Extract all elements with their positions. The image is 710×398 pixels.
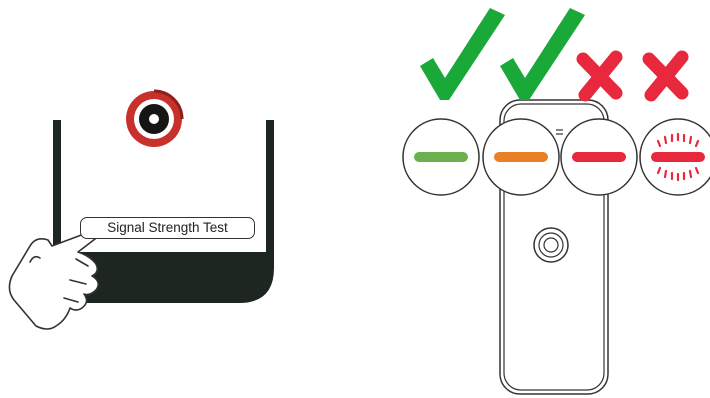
- device-button: [534, 228, 568, 262]
- cross-icon: [649, 57, 682, 95]
- indicator-green-solid: [403, 119, 479, 195]
- phone-right-edge: [266, 120, 274, 262]
- status-marks: [420, 8, 682, 100]
- indicator-red-blinking: [640, 119, 710, 195]
- app-icon: [126, 91, 182, 147]
- check-icon: [500, 8, 585, 100]
- cross-icon: [583, 57, 616, 95]
- check-icon: [420, 8, 505, 100]
- phone-left-edge: [53, 120, 61, 262]
- signal-strength-test-button[interactable]: Signal Strength Test: [80, 217, 255, 239]
- indicator-orange-solid: [483, 119, 559, 195]
- indicator-red-solid: [561, 119, 637, 195]
